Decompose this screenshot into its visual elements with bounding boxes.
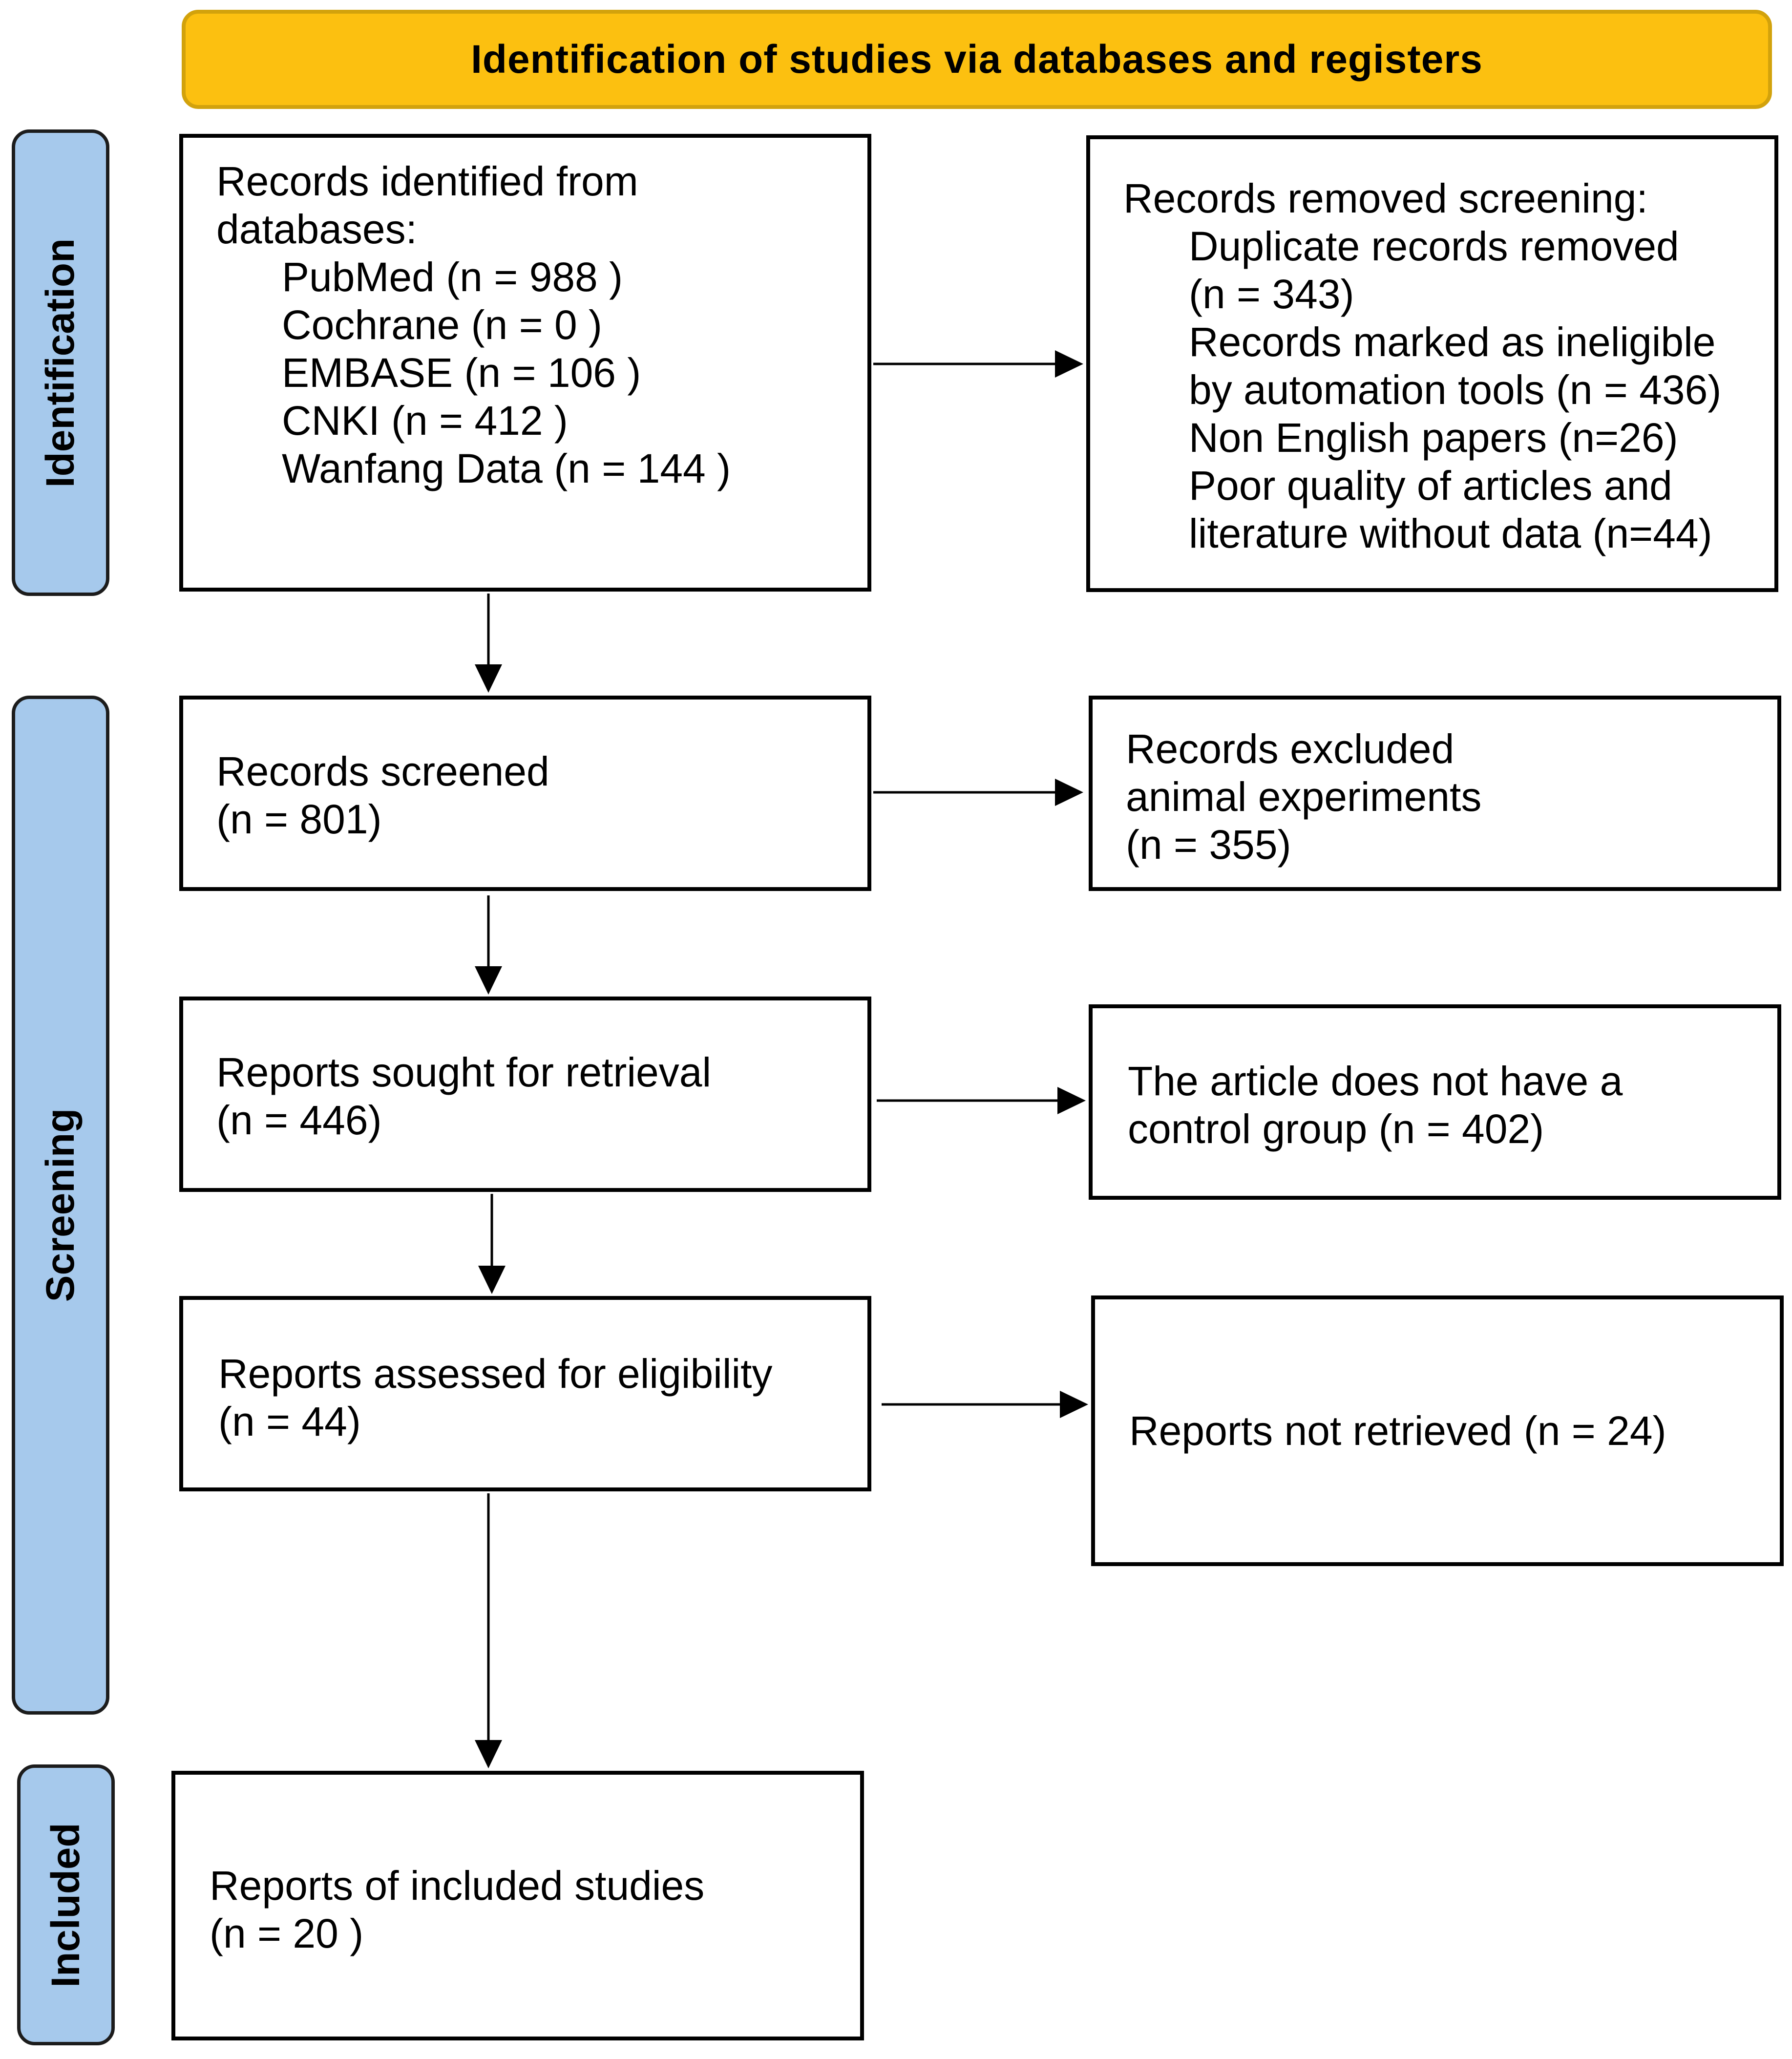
arrowhead <box>1055 779 1083 806</box>
source-wanfang: Wanfang Data (n = 144 ) <box>282 446 731 491</box>
excluded-reason: animal experiments <box>1126 774 1482 820</box>
identified-title-2: databases: <box>216 206 417 252</box>
not-retrieved-label: Reports not retrieved (n = 24) <box>1129 1408 1666 1454</box>
included-box: Reports of included studies (n = 20 ) <box>171 1771 864 2040</box>
arrowhead <box>475 1740 502 1768</box>
removed-line: Duplicate records removed <box>1189 223 1679 269</box>
no-control-box: The article does not have a control grou… <box>1089 1004 1781 1200</box>
included-label: Reports of included studies <box>210 1863 705 1909</box>
phase-included: Included <box>17 1764 115 2045</box>
excluded-count: (n = 355) <box>1126 822 1291 868</box>
source-pubmed: PubMed (n = 988 ) <box>282 254 623 300</box>
removed-box: Records removed screening: Duplicate rec… <box>1086 135 1778 592</box>
source-cnki: CNKI (n = 412 ) <box>282 398 568 444</box>
included-count: (n = 20 ) <box>210 1910 364 1956</box>
screened-count: (n = 801) <box>216 796 382 842</box>
removed-title: Records removed screening: <box>1123 175 1648 221</box>
removed-line: (n = 343) <box>1189 271 1354 317</box>
sought-count: (n = 446) <box>216 1097 382 1143</box>
identified-title-1: Records identified from <box>216 158 638 204</box>
header-bar: Identification of studies via databases … <box>182 10 1772 109</box>
not-retrieved-box: Reports not retrieved (n = 24) <box>1091 1295 1784 1566</box>
arrowhead <box>1055 350 1083 378</box>
screened-box: Records screened (n = 801) <box>179 696 871 891</box>
assessed-box: Reports assessed for eligibility (n = 44… <box>179 1296 871 1491</box>
header-title: Identification of studies via databases … <box>471 37 1483 82</box>
assessed-count: (n = 44) <box>218 1399 361 1444</box>
arrowhead <box>478 1266 506 1294</box>
arrowhead <box>475 664 502 693</box>
source-cochrane: Cochrane (n = 0 ) <box>282 302 603 348</box>
assessed-label: Reports assessed for eligibility <box>218 1351 773 1397</box>
screened-label: Records screened <box>216 748 549 794</box>
phase-screening: Screening <box>12 696 109 1715</box>
removed-line: literature without data (n=44) <box>1189 510 1712 556</box>
sought-box: Reports sought for retrieval (n = 446) <box>179 997 871 1192</box>
phase-identification: Identification <box>12 129 109 596</box>
excluded-box: Records excluded animal experiments (n =… <box>1089 696 1781 891</box>
removed-line: Poor quality of articles and <box>1189 463 1672 509</box>
excluded-label: Records excluded <box>1126 726 1455 772</box>
arrowhead <box>1057 1087 1086 1114</box>
no-control-line-1: The article does not have a <box>1128 1058 1623 1104</box>
arrowhead <box>1060 1391 1088 1418</box>
sought-label: Reports sought for retrieval <box>216 1049 712 1095</box>
source-embase: EMBASE (n = 106 ) <box>282 350 641 396</box>
removed-line: Records marked as ineligible <box>1189 319 1716 365</box>
no-control-line-2: control group (n = 402) <box>1128 1106 1544 1152</box>
arrowhead <box>475 966 502 995</box>
removed-line: by automation tools (n = 436) <box>1189 367 1722 413</box>
identified-box: Records identified from databases: PubMe… <box>179 134 871 592</box>
removed-line: Non English papers (n=26) <box>1189 415 1678 461</box>
